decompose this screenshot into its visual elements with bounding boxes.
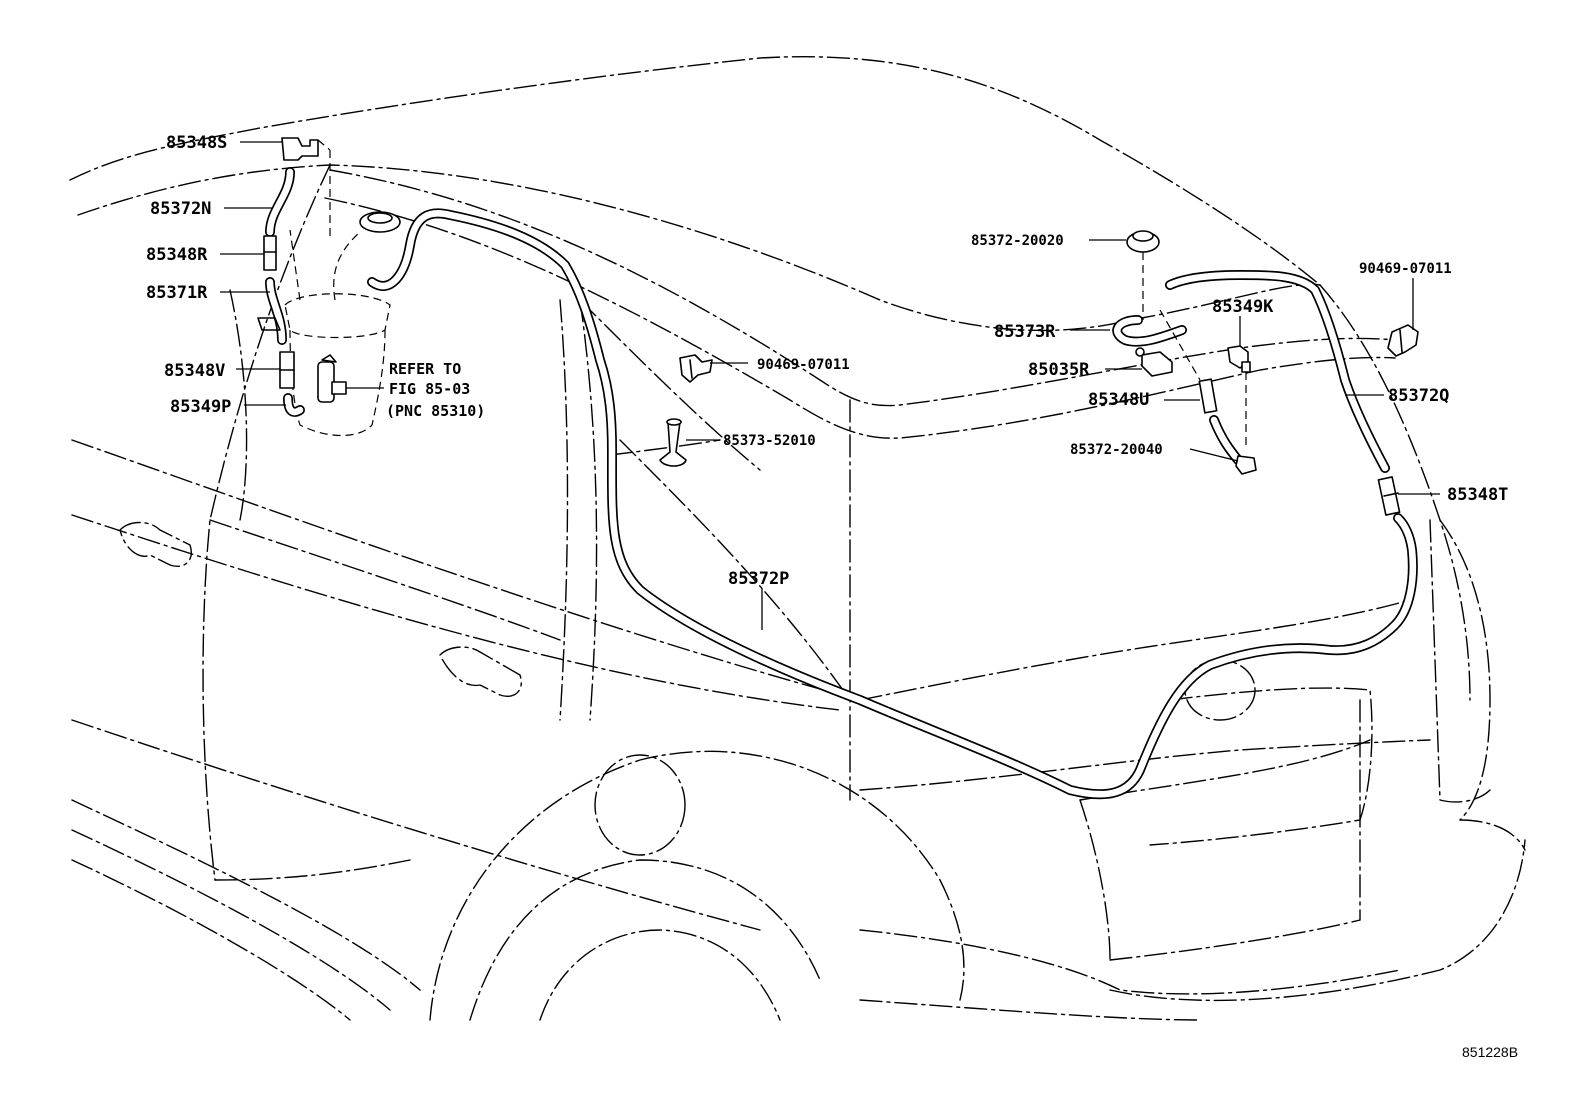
callout-85372N: 85372N — [150, 199, 211, 219]
reference-note-line3: (PNC 85310) — [386, 402, 485, 420]
joint-85348T — [1377, 476, 1401, 516]
main-washer-hose-85372P — [367, 208, 1418, 800]
callout-85372-20020: 85372-20020 — [971, 233, 1064, 249]
callout-85372Q: 85372Q — [1388, 386, 1449, 406]
hose-clamp-90469-07011-right — [1387, 324, 1419, 357]
callout-labels: 85348S 85372N 85348R 85371R 85348V 85349… — [146, 133, 1508, 589]
callout-85348S: 85348S — [166, 133, 227, 153]
washer-pump — [317, 354, 347, 403]
joint-85348R — [263, 235, 277, 271]
callout-85372P: 85372P — [728, 569, 789, 589]
callout-85372-20040: 85372-20040 — [1070, 442, 1163, 458]
callout-85349K: 85349K — [1212, 297, 1274, 317]
vehicle-body-outline — [69, 56, 1526, 1021]
callout-85371R: 85371R — [146, 283, 208, 303]
callout-85348R: 85348R — [146, 245, 208, 265]
drawing-number: 851228B — [1462, 1044, 1518, 1060]
elbow-joint-85348S — [281, 137, 319, 161]
callout-85348V: 85348V — [164, 361, 225, 381]
callout-85348U: 85348U — [1088, 390, 1149, 410]
callout-85349P: 85349P — [170, 397, 231, 417]
callout-90469-07011-right: 90469-07011 — [1359, 261, 1452, 277]
callout-85373-52010: 85373-52010 — [723, 433, 816, 449]
callout-leaders — [220, 141, 1440, 630]
rear-nozzle-assembly — [1112, 309, 1257, 475]
hose-clamp-90469-07011-center — [679, 354, 713, 383]
rear-washer-hose-85372Q — [1165, 270, 1401, 516]
callout-90469-07011-center: 90469-07011 — [757, 357, 850, 373]
grommet-85372-20020 — [1126, 230, 1160, 320]
callout-85348T: 85348T — [1447, 485, 1508, 505]
washer-tank — [284, 211, 401, 437]
callout-85373R: 85373R — [994, 322, 1056, 342]
washer-nozzle-85035R — [1141, 351, 1173, 377]
reference-note-line1: REFER TO — [389, 360, 461, 378]
left-hose-assembly — [257, 137, 331, 417]
joint-85348U — [1198, 378, 1218, 414]
grommet-85373-52010 — [659, 418, 687, 467]
reference-note-line2: FIG 85-03 — [389, 380, 470, 398]
callout-85035R: 85035R — [1028, 360, 1090, 380]
